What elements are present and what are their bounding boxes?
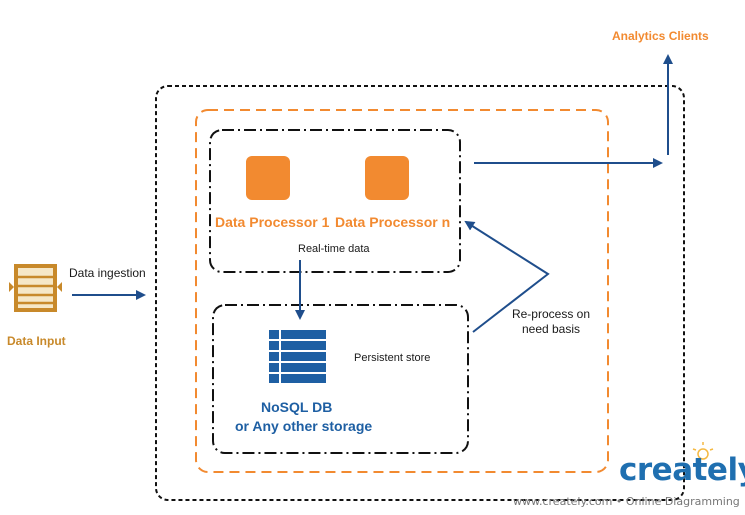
data-processor-1-label: Data Processor 1 <box>215 214 330 230</box>
reprocess-connector <box>464 220 550 333</box>
creately-logo: creately <box>619 452 745 488</box>
data-ingestion-label: Data ingestion <box>69 266 146 280</box>
realtime-data-label: Real-time data <box>298 243 370 255</box>
data-input-label: Data Input <box>7 334 66 348</box>
analytics-clients-label: Analytics Clients <box>612 29 709 43</box>
lightbulb-icon <box>692 442 714 460</box>
nosql-db-label: NoSQL DB <box>261 399 333 415</box>
database-icon <box>269 330 326 383</box>
reprocess-label-line2: need basis <box>521 322 581 336</box>
reprocess-label-line1: Re-process on <box>511 307 591 321</box>
data-processor-n-icon <box>365 156 409 200</box>
storage-group-box <box>212 304 469 454</box>
data-processor-1-icon <box>246 156 290 200</box>
processing-layer-boundary <box>195 109 609 473</box>
processor-group-box <box>209 129 461 273</box>
outer-system-boundary <box>155 85 685 501</box>
data-input-icon <box>9 264 62 312</box>
persistent-store-label: Persistent store <box>354 352 431 364</box>
storage-subtitle-label: or Any other storage <box>235 418 373 434</box>
creately-tagline: www.creately.com • Online Diagramming <box>513 495 740 508</box>
data-processor-n-label: Data Processor n <box>335 214 451 230</box>
